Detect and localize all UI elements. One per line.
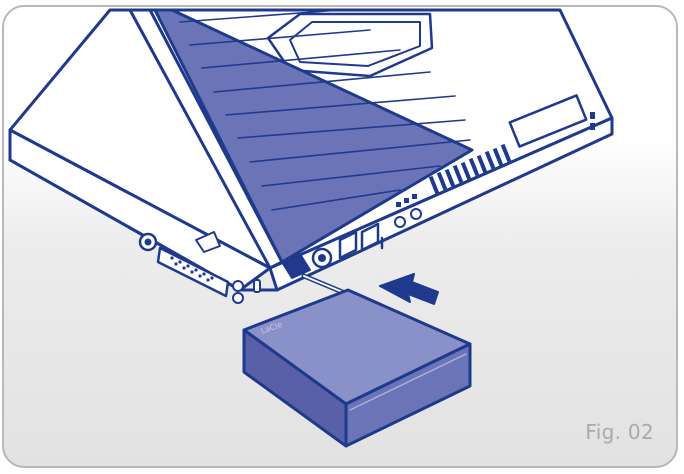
external-hard-drive-icon: LaCie <box>242 288 472 448</box>
laptop-icon <box>8 8 614 304</box>
figure-caption: Fig. 02 <box>585 420 654 444</box>
insert-arrow-icon <box>379 273 439 305</box>
